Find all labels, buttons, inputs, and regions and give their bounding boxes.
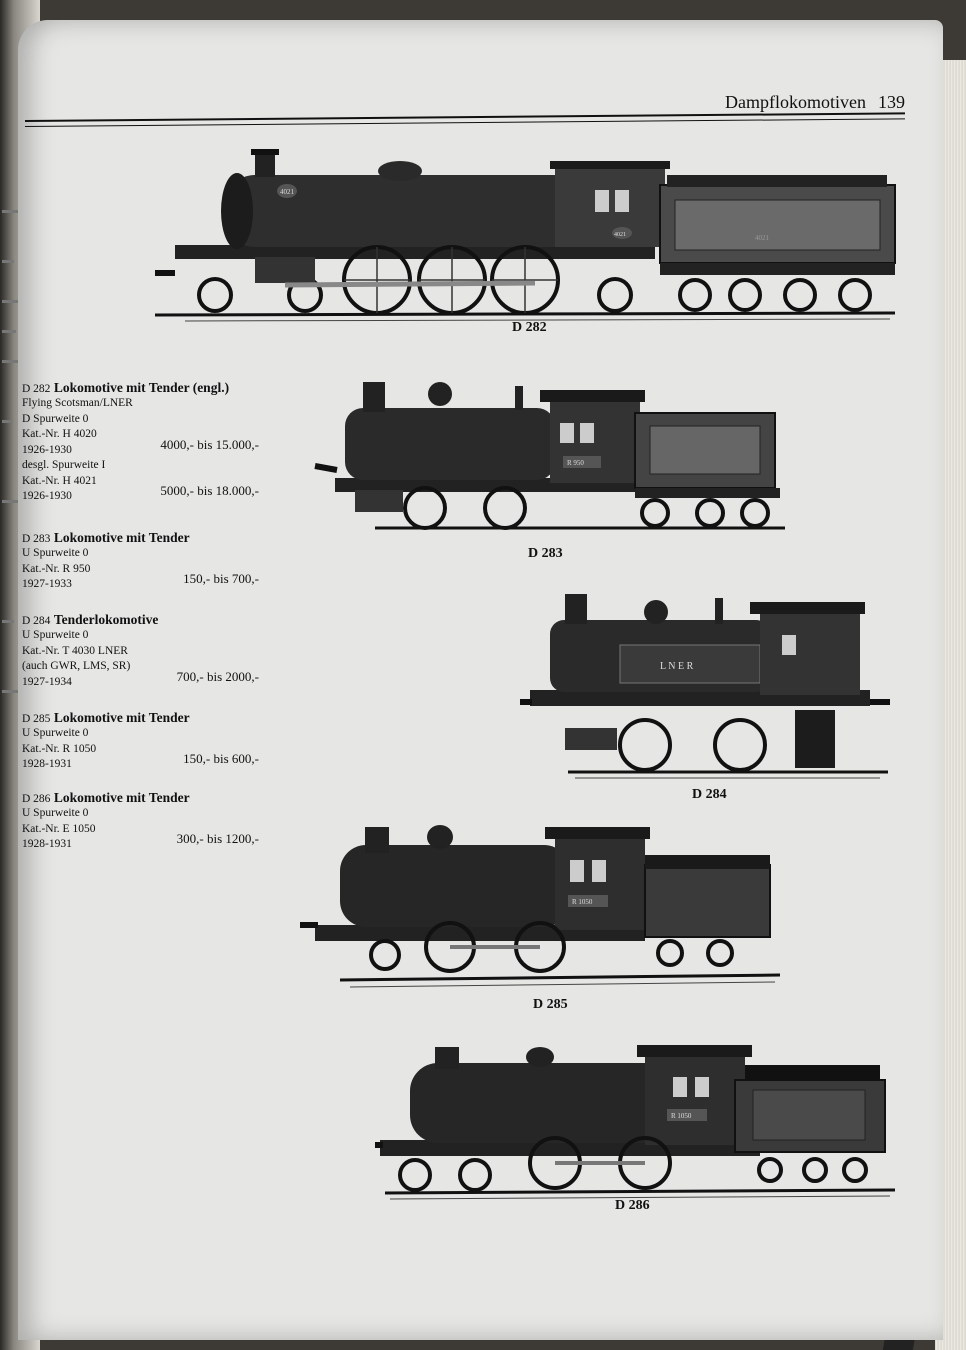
entry-line: Kat.-Nr. H 4021 <box>22 474 97 487</box>
locomotive-image-d282: 4021 4021 4021 <box>154 149 896 322</box>
entry-line: 1927-1934 <box>22 675 72 688</box>
entry-price: 150,- bis 700,- <box>183 571 259 586</box>
entry-code: D 283 <box>22 533 51 545</box>
entry-title: Lokomotive mit Tender <box>53 790 190 805</box>
tender-number: 4021 <box>755 234 770 242</box>
entry-d285: D 285 Lokomotive mit Tender U Spurweite … <box>22 710 267 773</box>
entry-price: 5000,- bis 18.000,- <box>160 483 259 498</box>
entry-title: Lokomotive mit Tender <box>53 710 190 725</box>
entry-line: desgl. Spurweite I <box>22 459 106 471</box>
caption-d285: D 285 <box>533 997 568 1012</box>
entry-line: D Spurweite 0 <box>22 412 89 425</box>
entry-code: D 284 <box>22 615 51 627</box>
entry-d282: D 282 Lokomotive mit Tender (engl.) Flyi… <box>22 380 267 505</box>
entry-price: 300,- bis 1200,- <box>176 831 259 846</box>
entry-line: 1928-1931 <box>22 838 72 850</box>
entry-line: Kat.-Nr. R 1050 <box>22 742 97 755</box>
entry-price: 150,- bis 600,- <box>183 751 259 766</box>
entry-line: 1928-1931 <box>22 758 72 770</box>
section-title: Dampflokomotiven <box>725 92 866 112</box>
number-plate-loco: 4021 <box>280 188 295 196</box>
entry-line: Kat.-Nr. R 950 <box>22 562 91 575</box>
number-plate-cab: 4021 <box>614 232 626 238</box>
entry-line: Flying Scotsman/LNER <box>22 397 133 409</box>
entry-line: 1926-1930 <box>22 443 72 456</box>
entry-d283: D 283 Lokomotive mit Tender U Spurweite … <box>22 530 267 593</box>
entry-line: U Spurweite 0 <box>22 547 89 559</box>
locomotive-image-d284: L N E R <box>520 594 890 779</box>
number-plate-d283: R 950 <box>567 459 584 467</box>
entry-line: 1926-1930 <box>22 490 72 502</box>
entry-d286: D 286 Lokomotive mit Tender U Spurweite … <box>22 790 267 853</box>
entry-line: 1927-1933 <box>22 578 72 590</box>
locomotive-image-d286: R 1050 <box>375 1045 896 1200</box>
number-plate-d285: R 1050 <box>572 898 593 906</box>
entry-code: D 286 <box>22 793 51 805</box>
locomotive-image-d285: R 1050 <box>300 825 781 988</box>
running-header: Dampflokomotiven 139 <box>700 92 905 113</box>
entry-price: 4000,- bis 15.000,- <box>160 436 259 452</box>
caption-d283: D 283 <box>528 546 563 561</box>
lner-lettering: L N E R <box>660 661 694 672</box>
entry-d284: D 284 Tenderlokomotive U Spurweite 0 Kat… <box>22 612 267 690</box>
caption-d286: D 286 <box>615 1198 650 1213</box>
caption-d284: D 284 <box>692 787 727 802</box>
entry-code: D 285 <box>22 713 51 725</box>
entry-price: 700,- bis 2000,- <box>176 668 259 684</box>
entry-line: Kat.-Nr. H 4020 <box>22 428 97 440</box>
page-number: 139 <box>878 92 905 112</box>
entry-code: D 282 <box>22 383 51 395</box>
entry-title: Lokomotive mit Tender <box>53 530 190 545</box>
caption-d282: D 282 <box>512 320 547 335</box>
locomotive-image-d283: R 950 <box>314 382 785 530</box>
entry-title: Tenderlokomotive <box>53 612 159 627</box>
number-plate-d286: R 1050 <box>671 1112 692 1120</box>
entry-line: (auch GWR, LMS, SR) <box>22 660 131 672</box>
entry-title: Lokomotive mit Tender (engl.) <box>53 380 230 395</box>
entry-line: Kat.-Nr. T 4030 LNER <box>22 644 128 657</box>
entry-line: U Spurweite 0 <box>22 629 89 641</box>
entry-line: U Spurweite 0 <box>22 727 89 739</box>
left-page-text-fragments <box>0 0 40 1350</box>
entry-line: Kat.-Nr. E 1050 <box>22 822 96 835</box>
entry-line: U Spurweite 0 <box>22 807 89 819</box>
